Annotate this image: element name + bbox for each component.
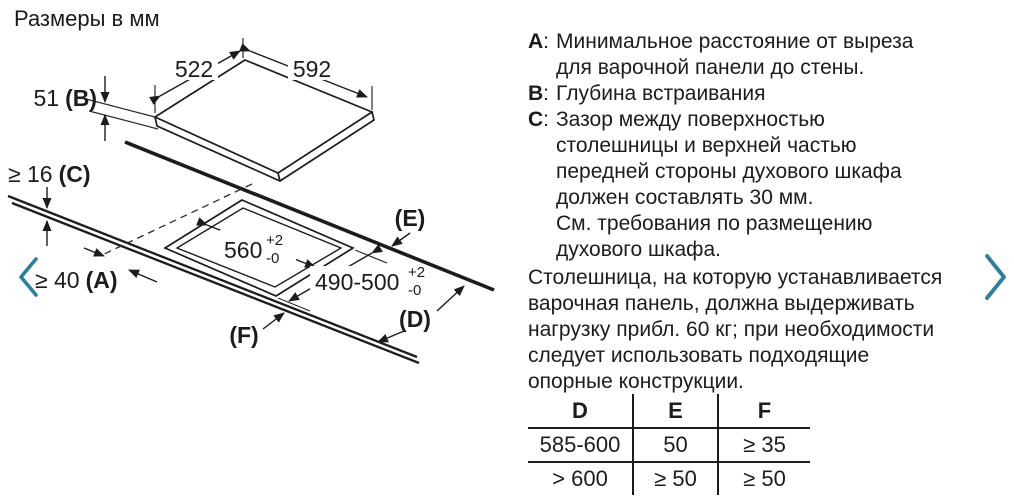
table-row: 585-600 50 ≥ 35 (528, 428, 810, 463)
cell-e1: 50 (632, 428, 718, 463)
legend-text-b: Глубина встраивания (556, 82, 766, 105)
dimension-592: 592 (239, 43, 373, 110)
table-header-row: D E F (528, 394, 810, 429)
dimension-c-thickness: ≥ 16(C) (8, 161, 91, 246)
dimension-cutout-width: 560 +2 -0 (196, 217, 316, 268)
countertop-back-edge (124, 140, 495, 292)
svg-text:490-500: 490-500 (315, 269, 399, 295)
cell-f1: ≥ 35 (717, 428, 810, 463)
dimension-b-depth: 51(B) (33, 76, 159, 141)
svg-text:-0: -0 (408, 282, 421, 299)
svg-text:(E): (E) (395, 205, 426, 231)
dimension-522: 522 (149, 38, 244, 113)
legend-item-b: B: Глубина встраивания (528, 81, 1010, 107)
legend-key-c: C (528, 108, 544, 131)
svg-text:≥ 40(A): ≥ 40(A) (35, 267, 118, 293)
cell-e2: ≥ 50 (632, 462, 718, 495)
svg-text:592: 592 (293, 56, 331, 82)
cell-d2: > 600 (552, 466, 608, 491)
page-title: Размеры в мм (14, 6, 160, 31)
svg-text:560: 560 (224, 237, 262, 263)
svg-text:51(B): 51(B) (33, 85, 97, 111)
def-spec-table: D E F 585-600 50 ≥ 35 > 600 ≥ 50 ≥ 50 (528, 394, 810, 495)
svg-text:+2: +2 (408, 264, 425, 281)
cell-d1: 585-600 (528, 428, 633, 463)
legend-key-b: B (528, 82, 544, 105)
label-e: (E) (391, 205, 426, 247)
carousel-prev-button[interactable] (19, 257, 38, 297)
col-header-f: F (717, 394, 810, 429)
cell-f2: ≥ 50 (717, 462, 810, 495)
chevron-left-icon (19, 257, 38, 297)
svg-text:522: 522 (175, 56, 213, 82)
chevron-right-icon (985, 254, 1006, 300)
countertop-front-edge (7, 194, 420, 365)
col-header-e: E (632, 394, 718, 429)
table-row: > 600 ≥ 50 ≥ 50 (528, 462, 810, 495)
worktop-load-note: Столешница, на которую устанавливается в… (528, 266, 943, 393)
svg-text:(D): (D) (399, 306, 431, 332)
legend-text-c: Зазор между поверхностью столешницы и ве… (556, 108, 902, 261)
dimension-cutout-depth: 490-500 +2 -0 (277, 244, 428, 312)
label-d: (D) (377, 285, 465, 343)
legend-item-a: A: Минимальное расстояние от выреза для … (528, 29, 1010, 81)
label-f: (F) (229, 312, 285, 348)
dimension-a-distance: ≥ 40(A) (35, 247, 158, 293)
legend-text-a: Минимальное расстояние от выреза для вар… (556, 30, 914, 79)
svg-text:≥ 16(C): ≥ 16(C) (8, 161, 91, 187)
svg-text:(F): (F) (229, 322, 258, 348)
legend-key-a: A (528, 30, 544, 53)
svg-text:+2: +2 (266, 232, 283, 249)
svg-text:-0: -0 (266, 250, 279, 267)
legend-item-c: C: Зазор между поверхностью столешницы и… (528, 107, 1010, 263)
carousel-next-button[interactable] (985, 254, 1006, 300)
hidden-edge-dashed-line (99, 183, 253, 257)
legend: A: Минимальное расстояние от выреза для … (528, 29, 1010, 263)
col-header-d: D (528, 394, 633, 429)
